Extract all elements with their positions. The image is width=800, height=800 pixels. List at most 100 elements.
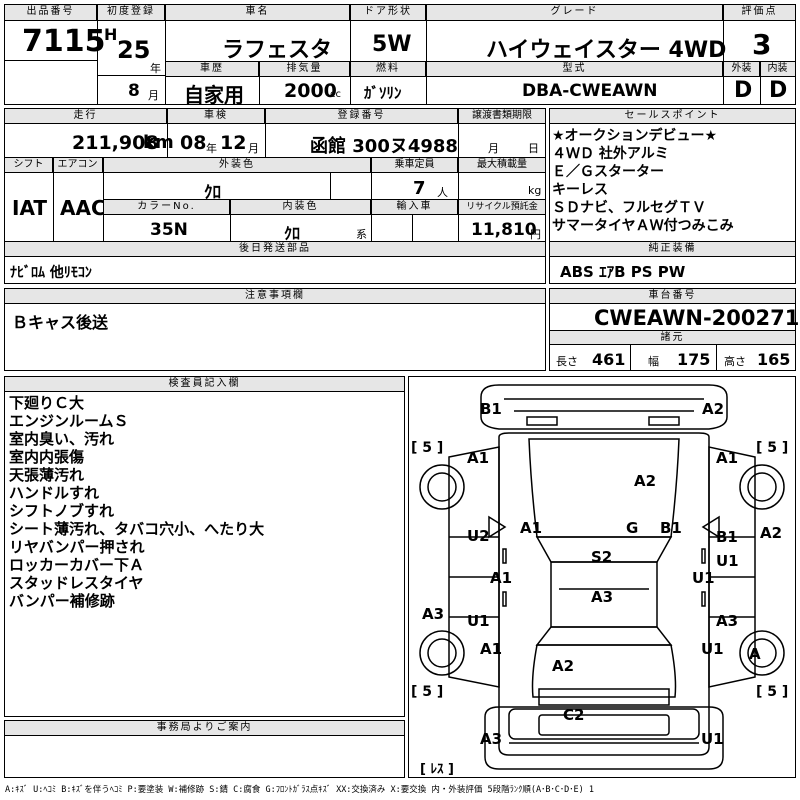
score: 3 — [752, 28, 772, 61]
exterior-rank: D — [734, 78, 753, 103]
equipment: ABS ｴｱB PS PW — [560, 263, 686, 281]
inspector-note-line: ロッカーカバー下Ａ — [9, 556, 145, 574]
lot-number: 7115 — [22, 24, 106, 59]
max-load-label: 最大積載量 — [459, 158, 545, 173]
later-parts-label: 後日発送部品 — [5, 242, 545, 257]
sales-point-item: Ｅ／Ｇスターター — [552, 164, 664, 180]
mark-a1-left: A1 — [467, 449, 490, 467]
inspection-label: 車検 — [168, 109, 265, 124]
inspector-note-line: スタッドレスタイヤ — [9, 574, 144, 592]
sales-point-item: ★オークションデビュー★ — [552, 128, 718, 144]
car-name-label: 車名 — [166, 5, 350, 21]
inspector-note-line: 室内内張傷 — [9, 448, 85, 466]
tire-rear-right: [ 5 ] — [756, 684, 789, 700]
recycle-unit: 円 — [530, 228, 541, 241]
mark-a1-rear-left: A1 — [480, 640, 503, 658]
color-no: 35N — [150, 220, 188, 240]
ac-label: エアコン — [53, 158, 103, 173]
displacement-label: 排気量 — [260, 62, 350, 77]
plate-number: 函館 300ヌ4988 — [310, 136, 458, 157]
ext-color-label: 外装色 — [104, 158, 371, 173]
reg-month: 8 — [128, 81, 140, 101]
caution-text: Ｂキャス後送 — [12, 313, 109, 332]
transfer-label: 譲渡書類期限 — [459, 109, 545, 124]
history: 自家用 — [184, 83, 244, 107]
width: 175 — [677, 350, 711, 369]
mark-a1-right: A1 — [716, 449, 739, 467]
mark-a1-fender-left: A1 — [520, 519, 543, 537]
height: 165 — [757, 350, 791, 369]
width-label: 幅 — [648, 355, 659, 368]
tire-front-right: [ 5 ] — [756, 440, 789, 456]
mark-u1-rear-right: U1 — [701, 640, 724, 658]
mileage: 211,908 — [72, 132, 159, 154]
score-label: 評価点 — [724, 5, 795, 21]
inspection-month-unit: 月 — [248, 142, 259, 155]
ac-type: AAC — [60, 196, 106, 220]
capacity-label: 乗車定員 — [372, 158, 458, 173]
mark-s2-roof: S2 — [591, 548, 613, 566]
sales-point-item: ＳＤナビ、フルセグＴＶ — [552, 200, 706, 216]
mileage-unit: km — [143, 132, 174, 153]
displacement: 2000 — [284, 80, 337, 102]
shift-label: シフト — [5, 158, 53, 173]
inspector-note-line: リヤバンパー押され — [9, 538, 145, 556]
header-grid — [4, 4, 796, 105]
vehicle-info-grid — [4, 108, 546, 284]
int-color-label: 内装色 — [231, 200, 371, 215]
capacity: 7 — [413, 178, 426, 199]
fuel: ｶﾞｿﾘﾝ — [364, 84, 402, 102]
year-unit: 年 — [150, 62, 161, 75]
mark-a2-hood: A2 — [634, 472, 657, 490]
ext-color: ｸﾛ — [204, 183, 221, 203]
displacement-unit: cc — [330, 89, 341, 100]
frame-box — [549, 288, 796, 371]
recycle-fee: 11,810 — [471, 220, 537, 240]
sales-points-box — [549, 108, 796, 284]
equipment-label: 純正装備 — [550, 242, 795, 257]
mark-u1-left: U1 — [467, 612, 490, 630]
damage-diagram — [408, 376, 796, 778]
first-reg-label: 初度登録 — [98, 5, 165, 21]
inspector-note-line: 天張薄汚れ — [9, 466, 85, 484]
tire-rear-left: [ 5 ] — [411, 684, 444, 700]
sales-point-item: キーレス — [552, 182, 608, 198]
door-label: ドア形状 — [351, 5, 426, 21]
office-label: 事務局よりご案内 — [5, 721, 404, 736]
later-parts: ﾅﾋﾞﾛﾑ 他ﾘﾓｺﾝ — [10, 265, 92, 281]
inspection-month: 12 — [220, 132, 247, 154]
inspection-year-unit: 年 — [206, 142, 217, 155]
spec-label: 諸元 — [550, 331, 795, 345]
mark-c2: C2 — [563, 706, 585, 724]
max-load-unit: kg — [528, 184, 542, 197]
sales-points-label: セールスポイント — [550, 109, 795, 124]
interior-label: 内装 — [760, 62, 795, 77]
frame-number: CWEAWN-200271 — [594, 306, 800, 330]
model-code: DBA-CWEAWN — [522, 81, 658, 101]
inspector-note-line: ハンドルすれ — [9, 484, 100, 502]
mark-b1-right-door: B1 — [716, 528, 738, 546]
sales-point-item: サマータイヤＡＷ付つみこみ — [552, 218, 734, 234]
inspector-note-line: バンパー補修跡 — [9, 592, 115, 610]
int-color: ｸﾛ — [284, 224, 301, 243]
mark-g: G — [626, 519, 639, 537]
mark-a3-roof-rear: A3 — [591, 588, 614, 606]
reg-year: 25 — [117, 36, 151, 64]
mark-u1-right-1: U1 — [716, 552, 739, 570]
mark-a3-bottom-left: A3 — [480, 730, 503, 748]
lot-label: 出品番号 — [5, 5, 97, 21]
mark-a1-rocker-left: A1 — [490, 569, 513, 587]
inspector-note-line: エンジンルームＳ — [9, 412, 129, 430]
fuel-label: 燃料 — [351, 62, 426, 77]
model-label: 型式 — [427, 62, 723, 77]
inspector-note-line: シフトノブすれ — [9, 502, 115, 520]
transfer-month-unit: 月 — [488, 142, 499, 155]
mark-a3-left: A3 — [422, 605, 445, 623]
mark-a3-right: A3 — [716, 612, 739, 630]
car-outline-diagram — [419, 384, 785, 770]
spare-tire: [ ﾚｽ ] — [420, 762, 454, 777]
mark-a2-front-right: A2 — [702, 400, 725, 418]
mark-a2-right-side: A2 — [760, 524, 783, 542]
